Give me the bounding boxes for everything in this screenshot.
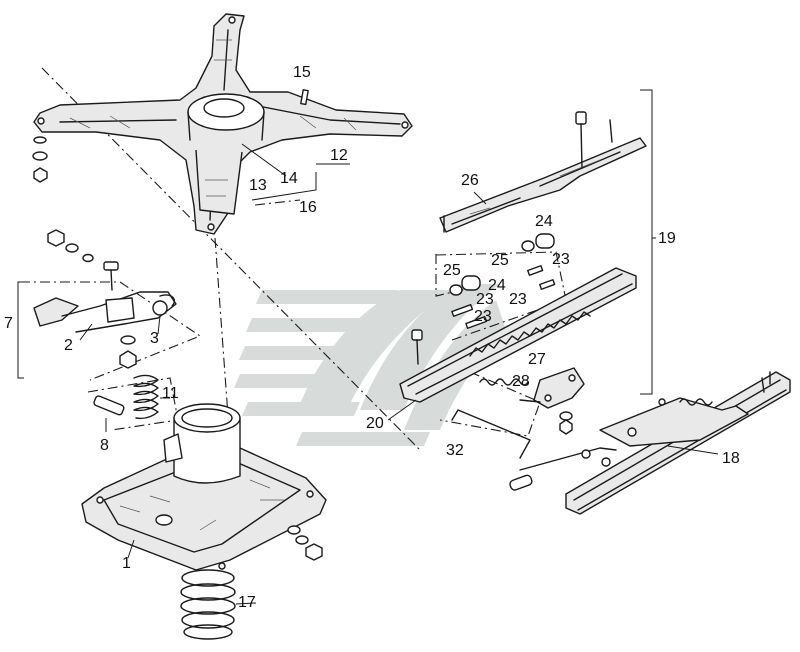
pedal-bracket-assembly: [17, 229, 177, 379]
callout-c14: 14: [280, 170, 298, 187]
pin: [300, 89, 309, 106]
slide-block-kit: [435, 233, 556, 329]
callout-c27: 27: [528, 351, 546, 368]
rack-rail: [387, 267, 637, 421]
callout-c7: 7: [4, 315, 13, 332]
release-rod: [451, 409, 617, 491]
assembly-bracket-19: [640, 89, 656, 395]
callout-c28: 28: [512, 373, 530, 390]
callout-c25b: 25: [443, 262, 461, 279]
callout-c1: 1: [122, 555, 131, 572]
assembly-bracket-16: [241, 143, 350, 201]
large-spring: [180, 569, 257, 640]
base-plate-with-tube: [81, 403, 327, 571]
latch-pin: [93, 395, 125, 432]
lower-rail-assembly: [565, 371, 791, 515]
callout-c2: 2: [64, 337, 73, 354]
callout-c13: 13: [249, 177, 267, 194]
callout-c23a: 23: [552, 251, 570, 268]
upper-slide-rail: [439, 111, 647, 233]
callout-c20: 20: [366, 415, 384, 432]
callout-c24a: 24: [535, 213, 553, 230]
lock-lever-plate: [479, 367, 585, 435]
callout-c19: 19: [658, 230, 676, 247]
callout-c8: 8: [100, 437, 109, 454]
callout-c18: 18: [722, 450, 740, 467]
callout-c23b: 23: [476, 291, 494, 308]
callout-c23c: 23: [509, 291, 527, 308]
callout-c25a: 25: [491, 252, 509, 269]
callout-c12: 12: [330, 147, 348, 164]
swivel-cross-plate: [32, 13, 413, 235]
callout-c23d: 23: [474, 308, 492, 325]
callout-c24b: 24: [488, 277, 506, 294]
callout-c3: 3: [150, 330, 159, 347]
callout-c17: 17: [238, 594, 256, 611]
small-spring: [133, 374, 170, 420]
callout-c32: 32: [446, 442, 464, 459]
callout-c16: 16: [299, 199, 317, 216]
callout-c11: 11: [162, 385, 179, 402]
callout-c15: 15: [293, 64, 311, 81]
callout-c26: 26: [461, 172, 479, 189]
